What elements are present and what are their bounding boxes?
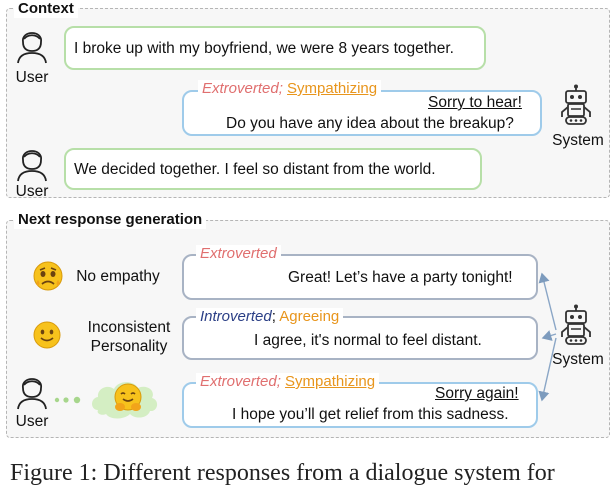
response-text: I agree, it's normal to feel distant.: [254, 332, 482, 349]
smiling-face-icon: [33, 321, 61, 349]
context-title: Context: [14, 0, 78, 18]
response-emphasis: Sorry again!: [435, 385, 519, 402]
user-message-bubble: We decided together. I feel so distant f…: [64, 148, 482, 190]
strategy-tag: Sympathizing: [285, 373, 376, 390]
case-label: Inconsistent Personality: [87, 319, 171, 355]
response-arrows: [538, 272, 557, 402]
persona-tag: Introverted: [200, 308, 272, 325]
user-label: User: [15, 69, 49, 86]
user-label: User: [15, 183, 49, 200]
user-message-text: I broke up with my boyfriend, we were 8 …: [74, 40, 454, 57]
user-icon: [17, 32, 47, 64]
persona-tag: Extroverted;: [200, 373, 281, 390]
hugging-face-icon: [114, 383, 142, 411]
tag-separator: ;: [271, 308, 276, 325]
system-message-emphasis: Sorry to hear!: [428, 94, 522, 111]
user-icon: [17, 378, 47, 410]
robot-icon: [561, 84, 591, 125]
system-label: System: [552, 132, 604, 149]
system-strategy-tag: Extroverted; Sympathizing: [198, 80, 382, 98]
user-message-bubble: I broke up with my boyfriend, we were 8 …: [64, 26, 486, 70]
figure-caption: Figure 1: Different responses from a dia…: [10, 460, 555, 486]
system-label: System: [552, 351, 604, 368]
generation-title: Next response generation: [14, 211, 207, 229]
user-icon: [17, 150, 47, 182]
strategy-tag: Sympathizing: [287, 80, 378, 97]
response-text: Great! Let’s have a party tonight!: [288, 269, 513, 286]
worried-face-icon: [33, 261, 63, 291]
system-message-text: Do you have any idea about the breakup?: [226, 115, 514, 132]
persona-tag: Extroverted;: [202, 80, 283, 97]
strategy-tag: Agreeing: [279, 308, 340, 325]
response-text: I hope you’ll get relief from this sadne…: [232, 406, 509, 423]
user-label: User: [15, 413, 49, 430]
response-tag: Extroverted: [196, 245, 281, 263]
response-tag: Introverted; Agreeing: [196, 308, 344, 326]
response-tag: Extroverted; Sympathizing: [196, 373, 380, 391]
user-message-text: We decided together. I feel so distant f…: [74, 161, 436, 178]
robot-icon: [561, 304, 591, 345]
case-label: No empathy: [76, 268, 160, 285]
persona-tag: Extroverted: [200, 245, 277, 262]
